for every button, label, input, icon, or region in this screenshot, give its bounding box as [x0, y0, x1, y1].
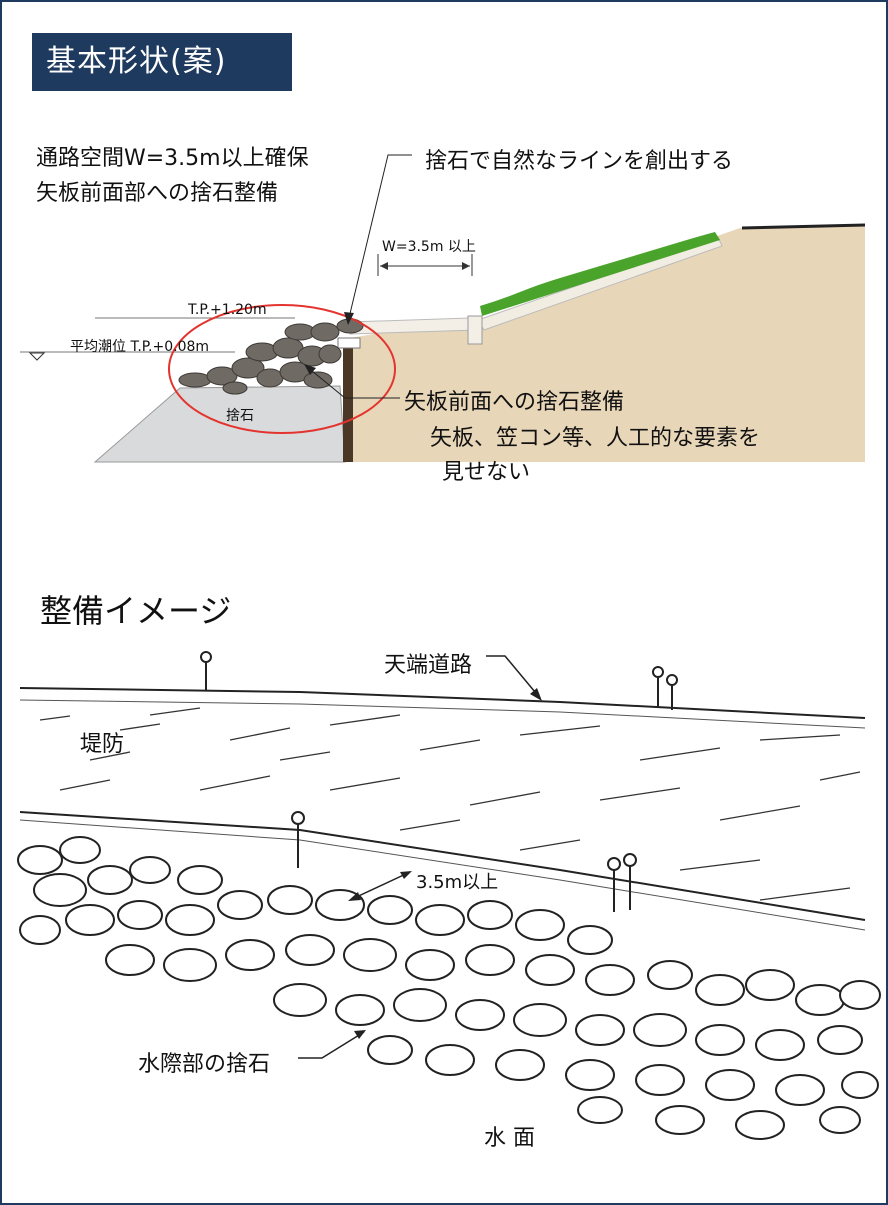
water-surface-label: 水 面 [484, 1126, 535, 1151]
lower-road-line [19, 811, 866, 921]
waterline-leader [298, 1031, 365, 1059]
rubble-stones [17, 836, 881, 1140]
highlight-circle [168, 304, 396, 434]
people [200, 651, 678, 912]
crest-line [741, 223, 866, 230]
front-detail-line-1: 矢板、笠コン等、人工的な要素を [430, 426, 761, 451]
slope-hatching [39, 707, 861, 901]
grass-strip [480, 232, 720, 316]
width-marker-arrow [349, 871, 411, 901]
width-label: W=3.5m 以上 [382, 239, 476, 255]
front-detail-line-2: 見せない [442, 460, 531, 485]
stones [178, 318, 364, 395]
tide-label: 平均潮位 T.P.+0.08m [70, 339, 210, 355]
rubble-base [93, 385, 346, 463]
embankment-label: 堤防 [80, 732, 125, 757]
curb-block [467, 315, 483, 345]
front-rubble-callout: 矢板前面への捨石整備 [404, 390, 625, 415]
section-heading: 整備イメージ [40, 592, 232, 630]
note-line-2: 矢板前面部への捨石整備 [36, 181, 279, 206]
tp-top-label: T.P.+1.20m [188, 302, 267, 318]
waterline-rubble-label: 水際部の捨石 [138, 1052, 271, 1077]
page-title: 基本形状(案) [32, 33, 292, 91]
crest-road-label: 天端道路 [384, 653, 473, 678]
rubble-label: 捨石 [226, 408, 254, 424]
sheet-pile [343, 340, 353, 462]
tide-marker [28, 352, 46, 361]
cap-concrete [337, 337, 361, 349]
crest-road-line [19, 687, 866, 719]
width-marker-label: 3.5m以上 [416, 872, 499, 893]
note-line-1: 通路空間W=3.5m以上確保 [36, 146, 309, 171]
crest-road-leader [486, 655, 541, 699]
callout-leader-front [305, 365, 400, 399]
earth-mass [350, 225, 865, 462]
natural-line-callout: 捨石で自然なラインを創出する [425, 149, 734, 174]
callout-leader-top [347, 154, 412, 323]
